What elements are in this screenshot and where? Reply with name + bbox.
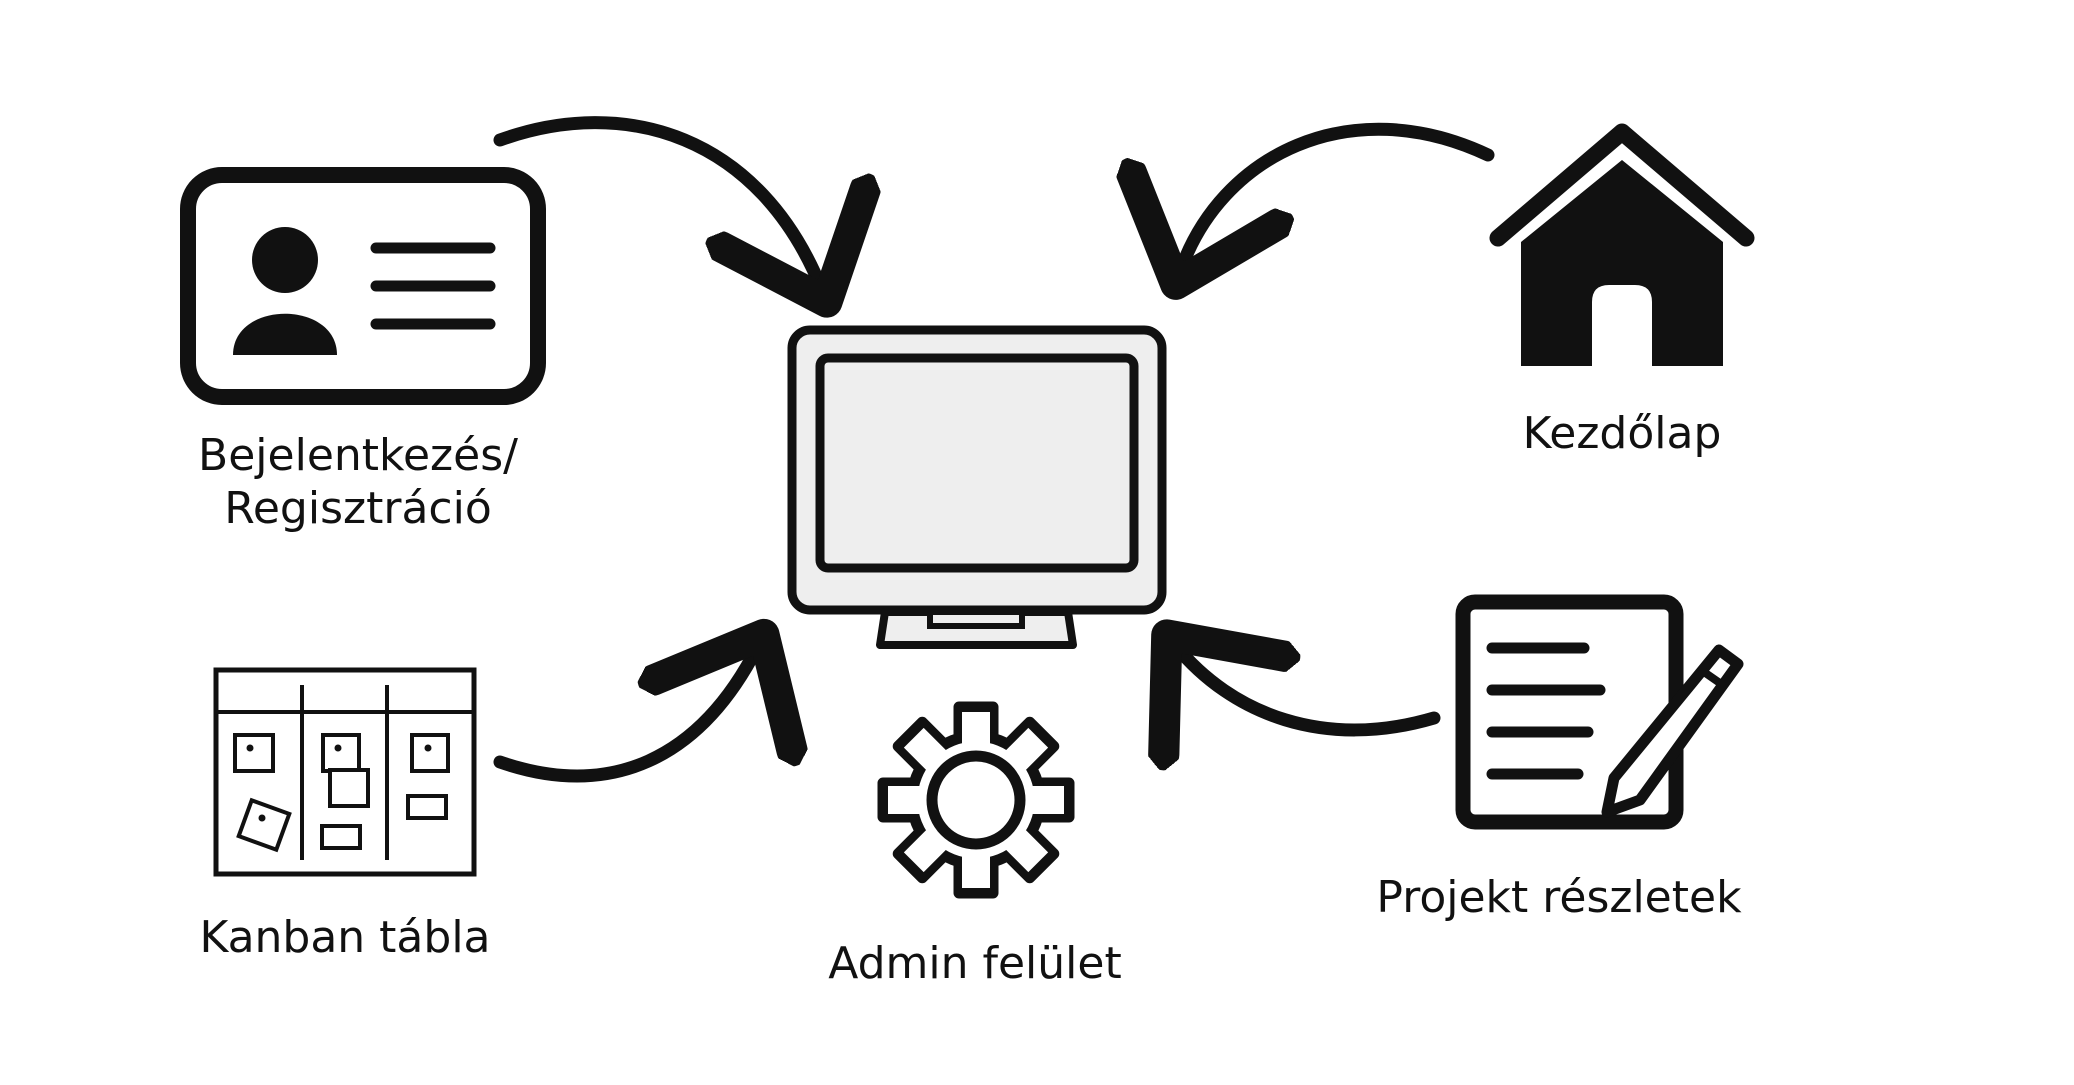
edge-login-to-center <box>493 116 822 290</box>
kanban-board-icon <box>213 667 477 877</box>
id-card-icon <box>180 167 546 405</box>
monitor-icon <box>787 325 1167 649</box>
document-pencil-icon <box>1455 594 1744 830</box>
edge-home-to-center <box>1180 122 1495 272</box>
edge-project-to-center <box>1175 645 1441 730</box>
login-label-line1: Bejelentkezés/ <box>198 430 518 481</box>
login-label-line2: Regisztráció <box>224 482 492 534</box>
house-icon <box>1489 123 1755 366</box>
kanban-label: Kanban tábla <box>199 912 491 963</box>
login-register-label: Bejelentkezés/ Regisztráció <box>198 430 518 536</box>
gear-icon <box>877 701 1075 899</box>
admin-label: Admin felület <box>828 938 1122 989</box>
project-details-label: Projekt részletek <box>1376 872 1742 923</box>
edge-kanban-to-center <box>493 646 758 783</box>
home-label: Kezdőlap <box>1522 408 1722 459</box>
